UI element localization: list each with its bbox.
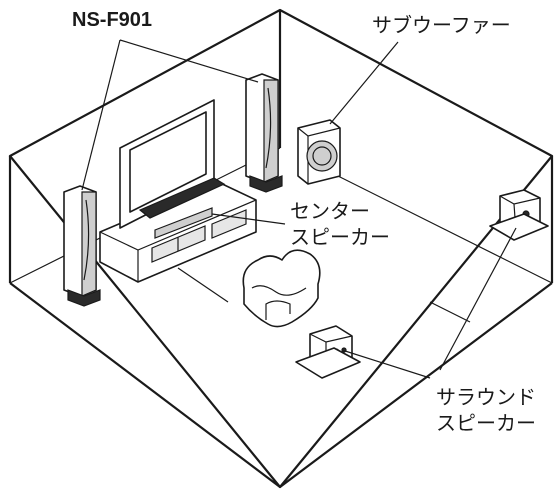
room-outline: [8, 8, 554, 489]
front-right-speaker: [245, 73, 283, 193]
surround-speaker-label-line1: サラウンド: [436, 385, 536, 409]
subwoofer-label: サブウーファー: [372, 13, 511, 37]
center-speaker-label-line1: センター: [290, 199, 370, 223]
surround-left-speaker: [295, 325, 361, 379]
surround-speaker-label-line2: スピーカー: [436, 411, 536, 435]
television: [119, 99, 226, 229]
surround-right-speaker: [489, 189, 549, 241]
center-speaker: [154, 207, 213, 239]
main-speaker-label: NS-F901: [72, 9, 152, 31]
leader-lines: [81, 39, 517, 379]
subwoofer: [297, 119, 341, 185]
tv-rack: [99, 181, 257, 283]
sofa: [242, 249, 321, 328]
center-speaker-label-line2: スピーカー: [290, 225, 390, 249]
floor-guide-lines: [177, 267, 471, 323]
front-left-speaker: [63, 185, 101, 307]
